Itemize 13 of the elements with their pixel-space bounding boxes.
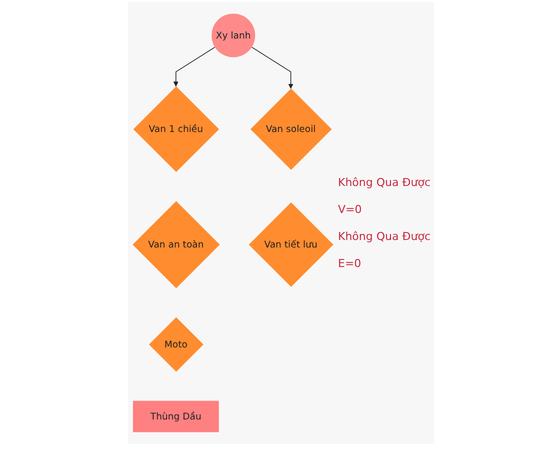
- node-diamond: Van an toàn: [132, 201, 220, 288]
- node-box: Thùng Dầu: [132, 400, 219, 432]
- node-circle: Xy lanh: [212, 14, 256, 58]
- node-diamond: Van 1 chiều: [133, 86, 220, 172]
- node-diamond: Van soleoil: [250, 88, 332, 170]
- note-text: V=0: [338, 203, 363, 216]
- note-text: E=0: [338, 257, 362, 270]
- node-diamond: Moto: [148, 317, 204, 372]
- note-text: Không Qua Được: [338, 230, 432, 243]
- note-text: Không Qua Được: [338, 176, 432, 189]
- arrow: [173, 46, 216, 87]
- node-diamond: Van tiết lưu: [248, 202, 334, 287]
- arrow: [251, 46, 294, 89]
